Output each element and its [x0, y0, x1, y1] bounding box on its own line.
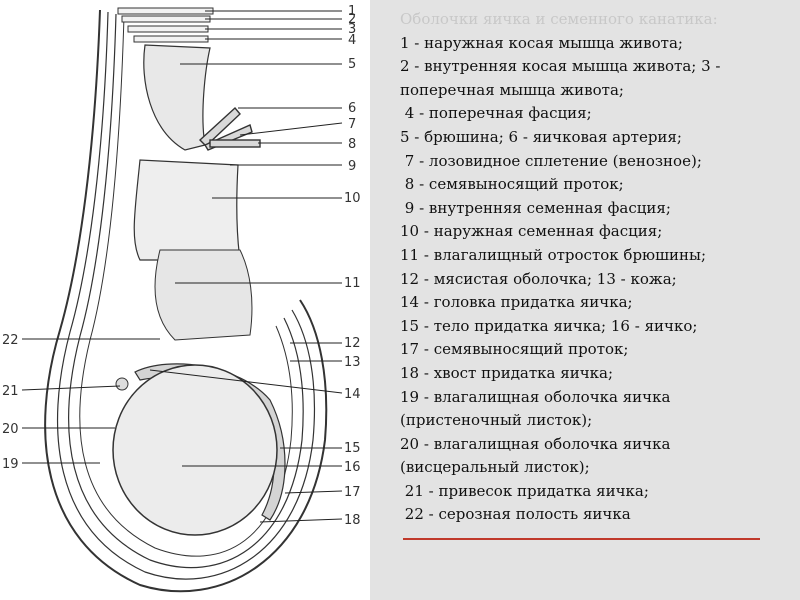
- legend-list: 1 - наружная косая мышца живота; 2 - вну…: [400, 32, 792, 527]
- figure-number: 13: [344, 355, 361, 370]
- figure-number: 3: [348, 22, 356, 37]
- legend-item: 22 - серозная полость яичка: [400, 505, 631, 524]
- figure-number: 21: [2, 384, 19, 399]
- legend-title: Оболочки яичка и семенного канатика:: [400, 10, 718, 28]
- legend-item: 20 - влагалищная оболочка яичка (висцера…: [400, 434, 676, 477]
- legend-item: 5 - брюшина; 6 - яичковая артерия;: [400, 127, 682, 146]
- legend-item: 2 - внутренняя косая мышца живота; 3 - п…: [400, 57, 726, 99]
- figure-number: 20: [2, 422, 19, 437]
- figure-number: 22: [2, 333, 19, 348]
- legend-item: 1 - наружная косая мышца живота;: [400, 33, 683, 52]
- legend-item: 21 - привесок придатка яичка;: [400, 481, 649, 500]
- legend-panel: Оболочки яичка и семенного канатика: 1 -…: [370, 0, 800, 600]
- legend-item: 15 - тело придатка яичка; 16 - яичко;: [400, 316, 698, 335]
- legend-item: 19 - влагалищная оболочка яичка (пристен…: [400, 387, 676, 430]
- figure-number: 2: [348, 12, 356, 27]
- figure-number: 19: [2, 457, 19, 472]
- legend-item: 18 - хвост придатка яичка;: [400, 363, 614, 382]
- testis: [112, 364, 278, 536]
- legend-item: 17 - семявыносящий проток;: [400, 340, 629, 359]
- figure-number: 11: [344, 276, 361, 291]
- peritoneum-pocket: [143, 44, 211, 151]
- abdominal-wall-layers: [117, 7, 214, 43]
- figure-number: 10: [344, 191, 361, 206]
- figure-number: 9: [348, 159, 356, 174]
- figure-number: 15: [344, 441, 361, 456]
- legend-item: 8 - семявыносящий проток;: [400, 175, 624, 194]
- legend-text-block: Оболочки яичка и семенного канатика: 1 -…: [400, 8, 792, 527]
- figure-number: 17: [344, 485, 361, 500]
- testis-membranes-illustration: 1 2 3 4 5 6 7 8 9 10 11 12 13 14 15 16 1…: [2, 4, 361, 593]
- legend-item: 9 - внутренняя семенная фасция;: [400, 198, 671, 217]
- figure-number: 18: [344, 513, 361, 528]
- scrotum-outer-layers: [44, 9, 328, 593]
- spermatic-vessels: [198, 106, 261, 151]
- figure-number: 5: [348, 57, 356, 72]
- legend-item: 7 - лозовидное сплетение (венозное);: [400, 151, 702, 170]
- figure-number: 4: [348, 33, 356, 48]
- figure-number: 12: [344, 336, 361, 351]
- legend-item: 12 - мясистая оболочка; 13 - кожа;: [400, 269, 677, 288]
- left-leader-lines: [21, 338, 160, 464]
- anatomy-figure-panel: 1 2 3 4 5 6 7 8 9 10 11 12 13 14 15 16 1…: [0, 0, 370, 600]
- vaginal-process: [154, 249, 253, 341]
- figure-number: 8: [348, 137, 356, 152]
- figure-number: 6: [348, 101, 356, 116]
- right-leader-lines: [149, 10, 343, 523]
- red-underline-divider: [403, 538, 760, 540]
- legend-item: 4 - поперечная фасция;: [400, 104, 592, 123]
- legend-item: 10 - наружная семенная фасция;: [400, 222, 663, 241]
- figure-numbers: 1 2 3 4 5 6 7 8 9 10 11 12 13 14 15 16 1…: [2, 4, 361, 528]
- figure-number: 14: [344, 387, 361, 402]
- legend-item: 14 - головка придатка яичка;: [400, 293, 633, 312]
- epididymis-appendix: [115, 377, 129, 391]
- spermatic-cord: [133, 159, 241, 261]
- figure-number: 1: [348, 4, 356, 19]
- legend-item: 11 - влагалищный отросток брюшины;: [400, 245, 707, 264]
- figure-number: 16: [344, 460, 361, 475]
- figure-number: 7: [348, 117, 356, 132]
